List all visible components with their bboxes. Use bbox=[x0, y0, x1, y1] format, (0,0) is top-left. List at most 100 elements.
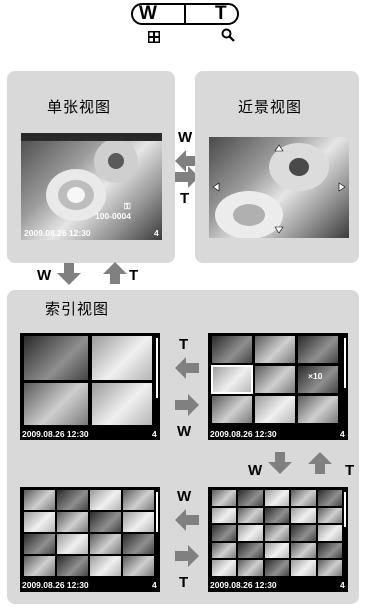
arrow-t-label-4: T bbox=[345, 462, 355, 479]
thumbnail-selected bbox=[211, 365, 253, 394]
single-view-title: 单张视图 bbox=[47, 98, 112, 116]
scroll-bar bbox=[156, 492, 158, 532]
arrow-down-icon bbox=[57, 263, 81, 285]
thumbnail bbox=[92, 383, 152, 425]
arrow-left-icon bbox=[175, 357, 199, 379]
thumbnail bbox=[57, 512, 88, 532]
thumbnail bbox=[238, 525, 263, 541]
thumbnail bbox=[212, 525, 237, 541]
index-datetime: 2009.08.26 12:30 bbox=[22, 429, 89, 439]
lever-w-label: W bbox=[139, 3, 157, 24]
closeup-photo bbox=[212, 143, 346, 238]
thumbnail bbox=[123, 490, 154, 510]
thumbnail bbox=[212, 560, 237, 576]
thumbnail bbox=[90, 556, 121, 576]
flower-photo bbox=[21, 133, 162, 221]
thumbnail bbox=[317, 490, 342, 506]
index-count: 4 bbox=[152, 580, 157, 590]
thumbnail bbox=[317, 507, 342, 524]
arrow-w-label-5: W bbox=[177, 488, 192, 505]
thumbnail bbox=[90, 512, 121, 532]
thumbnail bbox=[298, 336, 338, 363]
closeup-view-title: 近景视图 bbox=[238, 98, 303, 116]
index-screen-2x2: 2009.08.26 12:30 4 bbox=[20, 333, 160, 440]
thumbnail bbox=[238, 560, 263, 576]
thumbnail bbox=[317, 560, 342, 576]
thumbnail bbox=[92, 336, 152, 380]
magnifier-icon bbox=[221, 28, 235, 42]
arrow-w-label-1: W bbox=[178, 129, 193, 146]
arrow-up-icon bbox=[308, 452, 332, 474]
thumbnail bbox=[264, 560, 290, 576]
arrow-left-icon bbox=[175, 150, 199, 172]
thumbnail bbox=[238, 542, 263, 559]
arrow-t-label-5: T bbox=[179, 574, 189, 591]
thumbnail bbox=[24, 556, 55, 576]
single-view-screen: ⚿ 100-0004 2009.08.26 12:30 4 bbox=[21, 133, 162, 240]
thumbnail bbox=[24, 383, 88, 425]
index-count: 4 bbox=[340, 429, 345, 439]
arrow-t-label-2: T bbox=[129, 267, 139, 284]
index-screen-4x4: 2009.08.26 12:30 4 bbox=[20, 487, 160, 592]
scroll-bar bbox=[156, 338, 158, 398]
grid-icon bbox=[148, 30, 160, 43]
thumbnail bbox=[24, 512, 55, 532]
thumbnail bbox=[123, 512, 154, 532]
closeup-view-screen bbox=[209, 137, 349, 238]
thumbnail bbox=[212, 396, 252, 423]
thumbnail bbox=[255, 366, 295, 393]
thumbnail bbox=[264, 507, 290, 524]
arrow-t-label-3: T bbox=[179, 336, 189, 353]
thumbnail bbox=[255, 336, 295, 363]
arrow-right-icon bbox=[175, 394, 199, 416]
arrow-right-icon bbox=[175, 166, 199, 188]
thumbnail bbox=[291, 542, 316, 559]
thumbnail bbox=[90, 534, 121, 554]
index-count: 4 bbox=[340, 580, 345, 590]
zoom-lever: W T bbox=[131, 3, 239, 25]
arrow-t-label-1: T bbox=[180, 190, 190, 207]
thumbnail bbox=[291, 490, 316, 506]
file-number: 100-0004 bbox=[95, 211, 131, 221]
index-view-title: 索引视图 bbox=[45, 300, 110, 318]
thumbnail bbox=[123, 534, 154, 554]
arrow-w-label-2: W bbox=[37, 267, 52, 284]
print-badge: ×10 bbox=[308, 371, 323, 381]
protect-icon: ⚿ bbox=[124, 201, 131, 211]
arrow-up-icon bbox=[103, 262, 127, 284]
index-datetime: 2009.08.26 12:30 bbox=[210, 429, 277, 439]
thumbnail bbox=[57, 490, 88, 510]
thumbnail bbox=[298, 366, 338, 393]
thumbnail bbox=[238, 507, 263, 524]
thumbnail bbox=[57, 556, 88, 576]
thumbnail bbox=[291, 507, 316, 524]
thumbnail bbox=[24, 336, 88, 380]
single-frame-count: 4 bbox=[154, 228, 159, 238]
arrow-right-icon bbox=[175, 545, 199, 567]
thumbnail bbox=[212, 490, 237, 506]
thumbnail bbox=[317, 542, 342, 559]
thumbnail bbox=[255, 396, 295, 423]
thumbnail bbox=[90, 490, 121, 510]
thumbnail bbox=[24, 490, 55, 510]
thumbnail bbox=[264, 490, 290, 506]
thumbnail bbox=[317, 525, 342, 541]
arrow-w-label-3: W bbox=[177, 423, 192, 440]
thumbnail bbox=[212, 507, 237, 524]
thumbnail bbox=[298, 396, 338, 423]
lever-t-label: T bbox=[215, 3, 227, 24]
thumbnail bbox=[212, 542, 237, 559]
arrow-w-label-4: W bbox=[248, 462, 263, 479]
thumbnail bbox=[291, 525, 316, 541]
index-count: 4 bbox=[152, 429, 157, 439]
thumbnail bbox=[212, 336, 252, 363]
scroll-bar bbox=[344, 338, 346, 388]
thumbnail bbox=[57, 534, 88, 554]
scroll-bar bbox=[344, 492, 346, 527]
thumbnail bbox=[123, 556, 154, 576]
index-screen-3x3: ×10 2009.08.26 12:30 4 bbox=[208, 333, 348, 440]
thumbnail bbox=[264, 525, 290, 541]
thumbnail bbox=[291, 560, 316, 576]
index-datetime: 2009.08.26 12:30 bbox=[22, 580, 89, 590]
index-screen-5x5: 2009.08.26 12:30 4 bbox=[208, 487, 348, 592]
